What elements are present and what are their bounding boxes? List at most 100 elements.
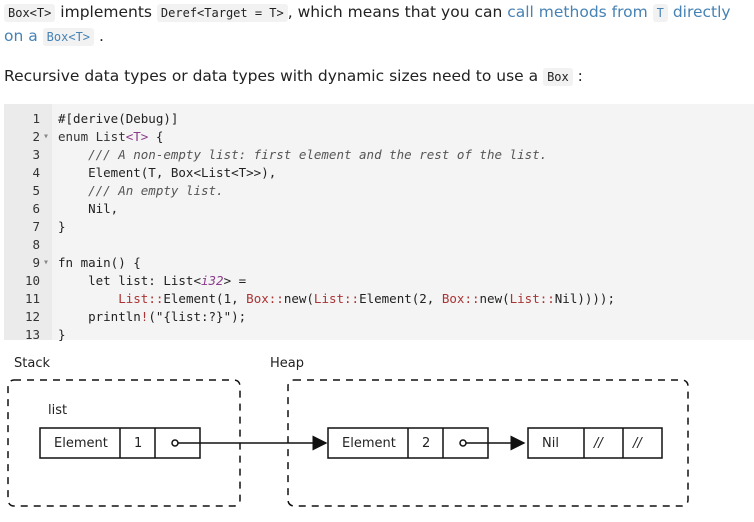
code-line: 5 /// An empty list.	[4, 182, 754, 200]
heap-list-node: Element 2	[327, 427, 489, 459]
code-line: 7}	[4, 218, 754, 236]
line-number: 12	[24, 309, 40, 324]
text: :	[572, 67, 583, 85]
code-token: List::	[313, 291, 360, 306]
code-text: fn main() {	[58, 254, 141, 272]
line-number: 6	[32, 201, 40, 216]
nil-slot-1: //	[593, 436, 604, 451]
code-line: 12 println!("{list:?}");	[4, 308, 754, 326]
code-token: !	[140, 309, 149, 324]
line-number: 9	[32, 255, 40, 270]
stack-element-value: 1	[134, 436, 142, 451]
code-token: Element(T, Box	[58, 165, 194, 180]
code-token: > =	[223, 273, 247, 288]
code-token: Box::	[441, 291, 480, 306]
code-text: Element(T, Box<List<T>>),	[58, 164, 276, 182]
code-token: Nil))));	[554, 291, 615, 306]
code-token: #[derive(Debug)]	[58, 111, 179, 126]
text: implements	[55, 3, 157, 21]
inline-code-box: Box<T>	[4, 4, 56, 22]
link-call-methods[interactable]: call methods from	[507, 3, 653, 21]
heap-nil-node: Nil // //	[527, 427, 663, 459]
code-token: <	[193, 273, 201, 288]
code-token: fn main() {	[58, 255, 141, 270]
code-token: i32	[201, 273, 224, 288]
code-line: 2▾ enum List<T> {	[4, 128, 754, 146]
code-token: Nil,	[58, 201, 119, 216]
paragraph-deref: Box<T> implements Deref<Target = T>, whi…	[4, 0, 731, 25]
code-token: /// A non-empty list: first element and …	[58, 147, 548, 162]
pointer-origin	[171, 439, 179, 447]
fold-toggle-icon[interactable]: ▾	[43, 131, 50, 142]
code-line: 10 let list: List<i32> =	[4, 272, 754, 290]
code-text: enum List<T> {	[58, 128, 163, 146]
text: , which means that you can	[287, 3, 508, 21]
inline-code-deref: Deref<Target = T>	[156, 4, 288, 22]
nil-tag: Nil	[542, 436, 559, 451]
code-text: List::Element(1, Box::new(List::Element(…	[58, 290, 615, 308]
code-token: Element(1,	[163, 291, 247, 306]
pointer-origin	[459, 439, 467, 447]
code-line: 4 Element(T, Box<List<T>>),	[4, 164, 754, 182]
line-number: 10	[24, 273, 40, 288]
code-line: 1 #[derive(Debug)]	[4, 110, 754, 128]
line-number: 3	[32, 147, 40, 162]
line-number: 7	[32, 219, 40, 234]
variable-label: list	[48, 403, 67, 418]
line-number: 5	[32, 183, 40, 198]
code-text: #[derive(Debug)]	[58, 110, 178, 128]
code-line: 6 Nil,	[4, 200, 754, 218]
line-number: 1	[32, 111, 40, 126]
text: Recursive data types or data types with …	[4, 67, 544, 85]
code-block: 1#[derive(Debug)]2▾enum List<T> {3 /// A…	[4, 104, 754, 342]
stack-element-tag: Element	[54, 436, 108, 451]
code-token: List::	[118, 291, 164, 306]
code-line: 11 List::Element(1, Box::new(List::Eleme…	[4, 290, 754, 308]
code-text: }	[58, 218, 66, 236]
memory-diagram: Stack Heap list Element 1 Element 2 Nil …	[7, 356, 689, 507]
code-line: 13}	[4, 326, 754, 344]
code-token: enum List	[58, 129, 126, 144]
link-code-t[interactable]: T	[652, 4, 668, 22]
code-token: }	[58, 327, 66, 342]
text: .	[94, 27, 104, 45]
code-token: let list: List	[58, 273, 194, 288]
paragraph-recursive: Recursive data types or data types with …	[4, 64, 583, 89]
code-text: }	[58, 326, 66, 344]
heap-element-value: 2	[422, 436, 430, 451]
fold-toggle-icon[interactable]: ▾	[43, 257, 50, 268]
line-number: 13	[24, 327, 40, 342]
line-number: 11	[24, 291, 40, 306]
code-token: <List<T>>	[193, 165, 262, 180]
code-token: new(	[283, 291, 314, 306]
code-line: 3 /// A non-empty list: first element an…	[4, 146, 754, 164]
link-on-a[interactable]: on a	[4, 27, 43, 45]
stack-label: Stack	[14, 356, 50, 371]
code-token: }	[58, 219, 66, 234]
code-text: println!("{list:?}");	[58, 308, 246, 326]
nil-slot-2: //	[632, 436, 643, 451]
heap-label: Heap	[270, 356, 304, 371]
code-text: Nil,	[58, 200, 118, 218]
code-token: ("{list:?}");	[148, 309, 247, 324]
stack-list-node: Element 1	[39, 427, 201, 459]
paragraph-deref-cont: on a Box<T> .	[4, 24, 104, 49]
code-token: Element(2,	[359, 291, 442, 306]
line-number: 4	[32, 165, 40, 180]
line-number: 2	[32, 129, 40, 144]
code-line: 9▾ fn main() {	[4, 254, 754, 272]
code-token: {	[148, 129, 164, 144]
link-directly[interactable]: directly	[667, 3, 731, 21]
code-text: let list: List<i32> =	[58, 272, 246, 290]
code-token: ),	[261, 165, 277, 180]
code-token: List::	[509, 291, 555, 306]
code-token: <T>	[125, 129, 149, 144]
heap-element-tag: Element	[342, 436, 396, 451]
code-token	[58, 291, 118, 306]
line-number: 8	[32, 237, 40, 252]
code-text: /// A non-empty list: first element and …	[58, 146, 547, 164]
link-code-box[interactable]: Box<T>	[42, 28, 95, 46]
code-token: /// An empty list.	[58, 183, 224, 198]
code-token: Box::	[246, 291, 284, 306]
code-token: new(	[479, 291, 510, 306]
